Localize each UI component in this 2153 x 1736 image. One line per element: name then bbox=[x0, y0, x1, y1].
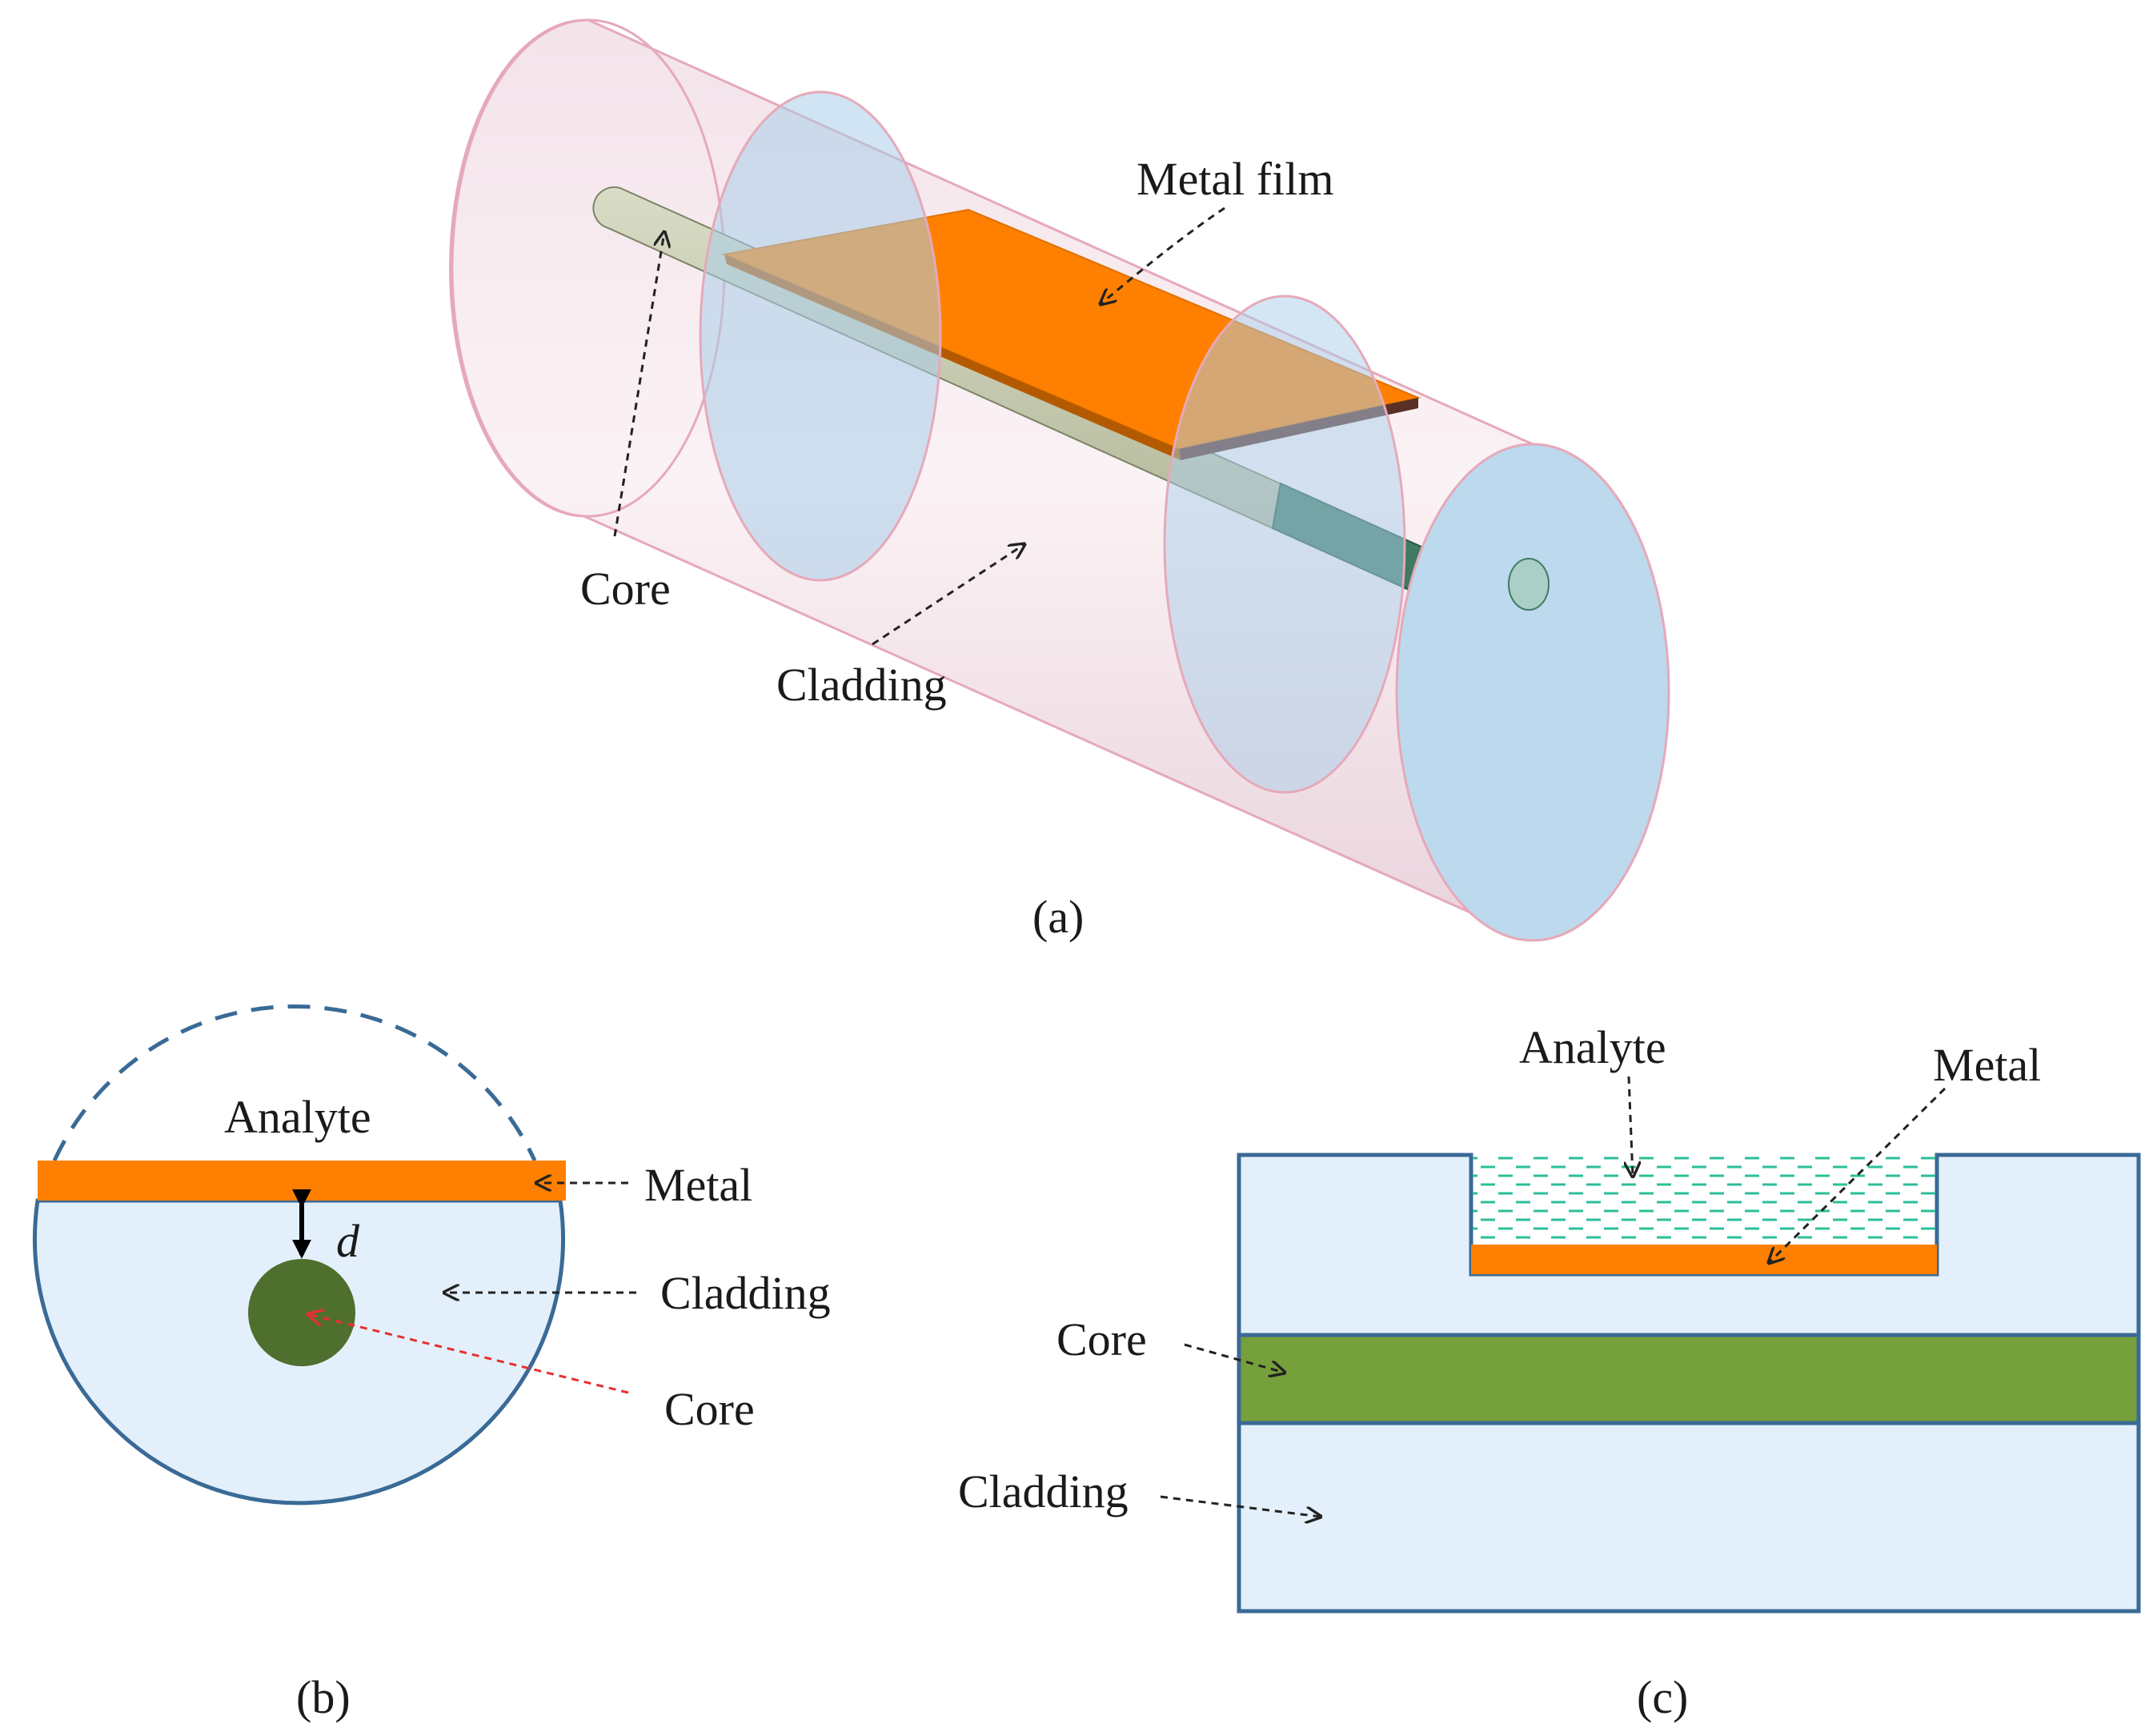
cladding-label-a: Cladding bbox=[776, 659, 947, 711]
caption-b: (b) bbox=[296, 1671, 351, 1723]
cladding-label-c: Cladding bbox=[958, 1465, 1129, 1517]
analyte-region-c bbox=[1473, 1155, 1935, 1245]
caption-a: (a) bbox=[1032, 891, 1084, 943]
metal-film-arrow bbox=[1101, 206, 1225, 304]
cut-plane-right bbox=[1163, 295, 1406, 794]
analyte-dashed-arc bbox=[52, 1004, 537, 1162]
metal-film-label: Metal film bbox=[1137, 153, 1333, 205]
cut-plane-left bbox=[699, 90, 942, 582]
d-label: d bbox=[336, 1215, 360, 1267]
cladding-label-b: Cladding bbox=[660, 1267, 831, 1319]
core-arrow-b bbox=[308, 1314, 629, 1394]
metal-label-b: Metal bbox=[644, 1159, 752, 1211]
core-b bbox=[248, 1259, 355, 1366]
panel-b: Analyte Metal d Cladding Core (b) bbox=[33, 1004, 831, 1723]
panel-c: Analyte Metal Core Cladding (c) bbox=[958, 1021, 2141, 1723]
cladding-arrow-c bbox=[1160, 1495, 1321, 1517]
analyte-arrow-c bbox=[1629, 1076, 1633, 1177]
core-band-c bbox=[1237, 1333, 2141, 1425]
analyte-label-c: Analyte bbox=[1519, 1021, 1666, 1073]
metal-layer-c bbox=[1471, 1245, 1937, 1274]
core-label-a: Core bbox=[580, 563, 671, 615]
core-arrow-c bbox=[1184, 1343, 1285, 1373]
cladding-arrow-a bbox=[872, 544, 1024, 646]
panel-a: Metal film Core Cladding (a) bbox=[448, 18, 1670, 943]
metal-label-c: Metal bbox=[1933, 1039, 2041, 1091]
metal-layer-b bbox=[38, 1161, 566, 1201]
core-end-face bbox=[1508, 558, 1550, 611]
core-arrow-a bbox=[613, 232, 664, 537]
core-label-b: Core bbox=[664, 1383, 755, 1435]
caption-c: (c) bbox=[1637, 1671, 1688, 1723]
core-label-c: Core bbox=[1056, 1313, 1147, 1365]
metal-arrow-c bbox=[1769, 1087, 1947, 1263]
analyte-label-b: Analyte bbox=[224, 1091, 371, 1143]
right-end-cap bbox=[1395, 443, 1670, 942]
